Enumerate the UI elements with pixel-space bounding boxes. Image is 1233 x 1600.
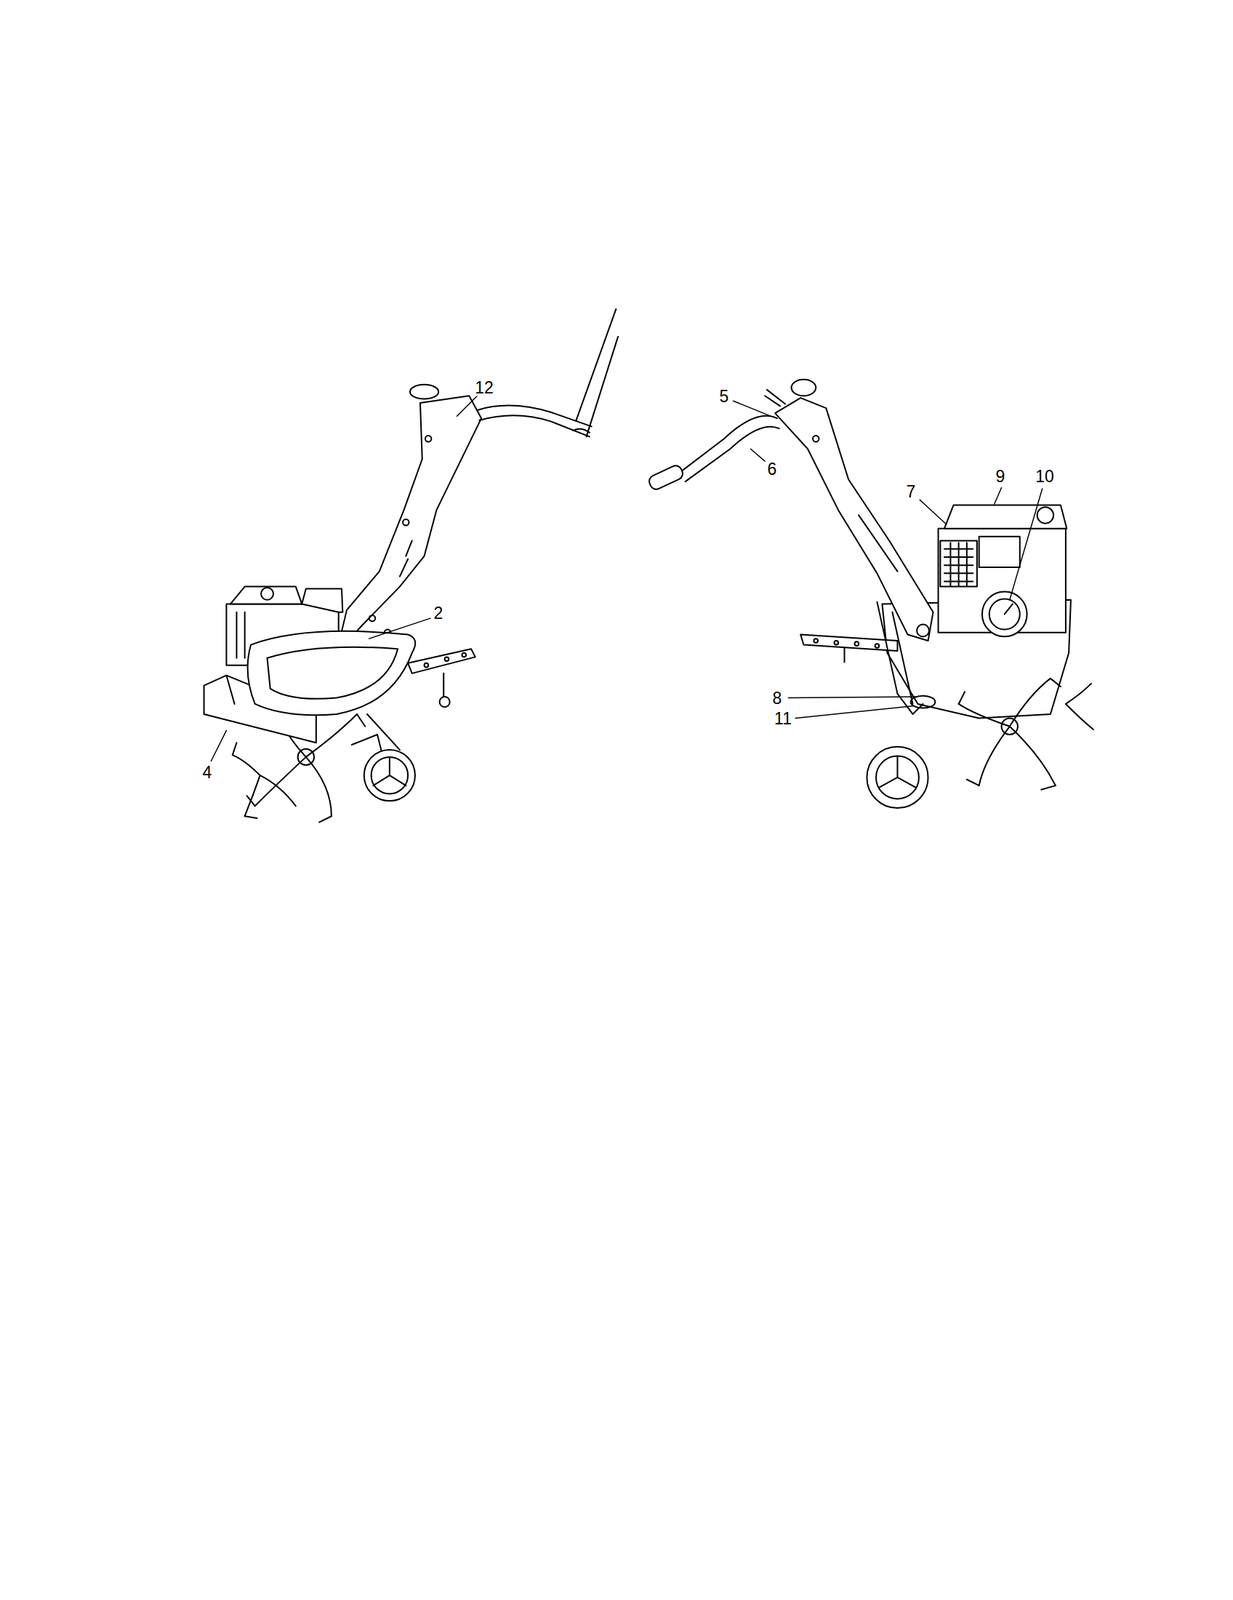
handlebar <box>681 415 780 482</box>
callout-number: 4 <box>202 764 214 781</box>
leader-line <box>750 448 765 461</box>
callout-number: 7 <box>905 483 917 501</box>
callout-number: 11 <box>773 710 793 728</box>
callout-number: 5 <box>719 388 730 405</box>
leader-line <box>210 729 227 761</box>
wheel <box>866 746 928 808</box>
recoil-starter <box>982 591 1028 637</box>
right-tiller <box>647 379 1094 808</box>
handle-column <box>336 395 482 653</box>
fender <box>247 631 416 715</box>
lever <box>764 389 786 406</box>
handlebar <box>477 405 592 437</box>
leader-lines <box>210 395 1042 761</box>
callout-number: 12 <box>474 379 495 397</box>
tine-assembly <box>958 678 1094 790</box>
handle-column <box>774 397 933 641</box>
leader-line <box>369 617 431 639</box>
left-tiller <box>204 308 619 823</box>
leader-line <box>795 705 913 719</box>
wheel <box>364 749 416 801</box>
grip <box>647 463 685 492</box>
callout-number: 8 <box>772 689 783 707</box>
leader-line <box>733 400 772 416</box>
leader-line <box>788 696 918 698</box>
leader-line <box>994 487 1002 504</box>
leader-line <box>456 395 477 416</box>
callout-number: 10 <box>1034 468 1055 485</box>
callout-number: 9 <box>995 468 1007 485</box>
leader-line <box>1009 488 1043 600</box>
leader-line <box>919 499 946 525</box>
callout-number: 6 <box>766 460 778 478</box>
engine <box>938 504 1068 637</box>
callout-number: 2 <box>433 604 445 622</box>
